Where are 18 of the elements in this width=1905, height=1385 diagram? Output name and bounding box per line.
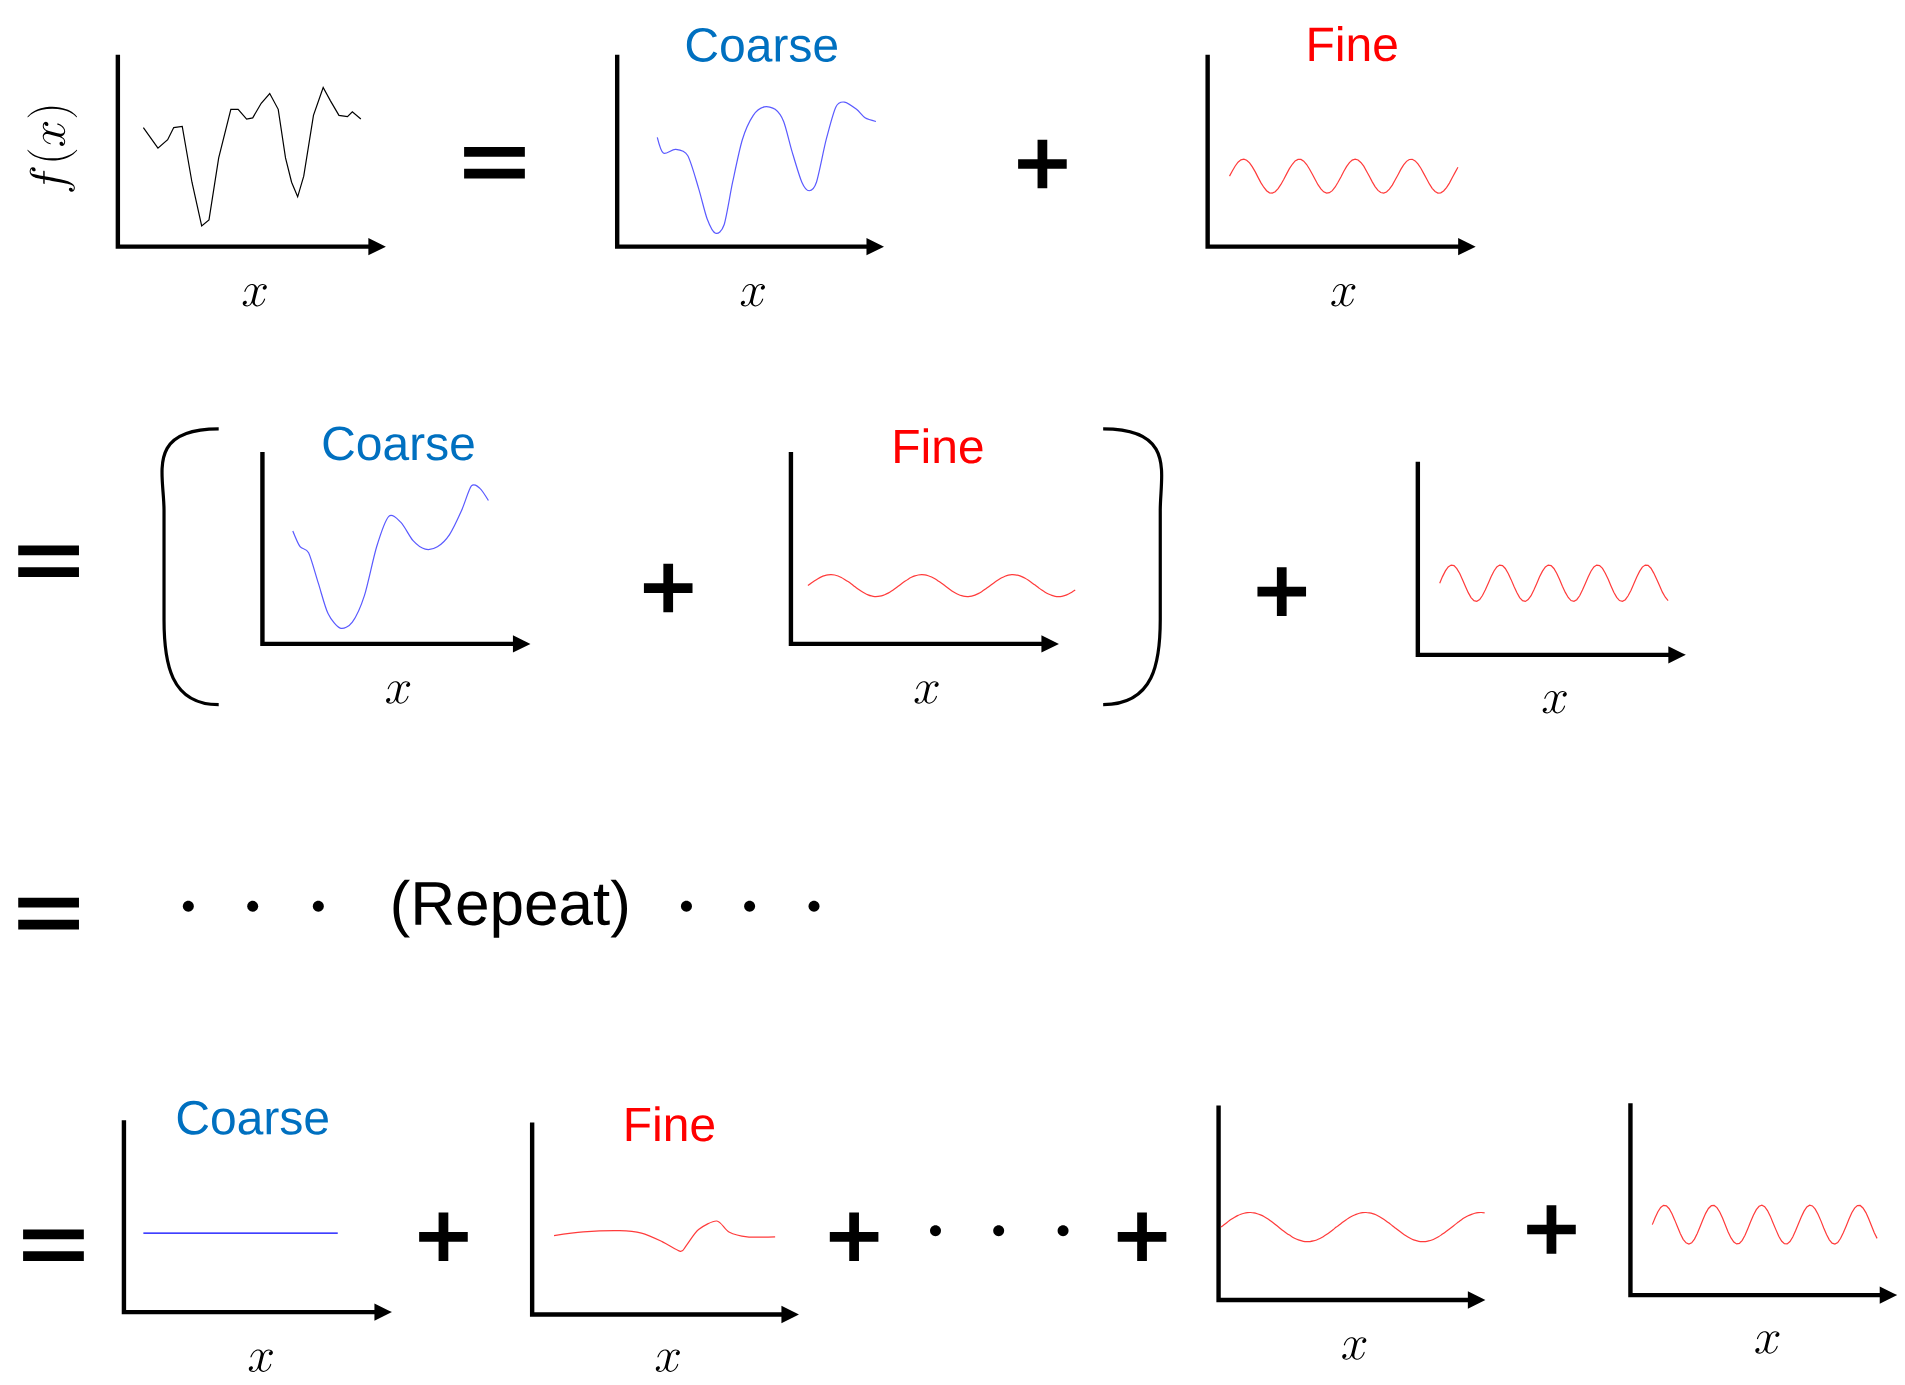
axis-label: $x$ bbox=[242, 284, 267, 307]
axis-label: $x$ bbox=[248, 1349, 273, 1372]
axis-label: $x$ bbox=[1331, 284, 1356, 307]
axis-label: $x$ bbox=[1542, 691, 1567, 714]
plot-title: Coarse bbox=[323, 426, 474, 461]
plot-title: Coarse bbox=[177, 1100, 328, 1135]
plot-title: Coarse bbox=[686, 28, 837, 62]
axis-label: $x$ bbox=[914, 681, 939, 704]
axis-label: $x$ bbox=[655, 1349, 680, 1372]
axis-label: $x$ bbox=[1755, 1331, 1780, 1354]
axis-label: $x$ bbox=[740, 284, 765, 307]
repeat-label: (Repeat) bbox=[393, 879, 627, 938]
axis-label: $x$ bbox=[1342, 1337, 1367, 1360]
plot-title: Fine bbox=[626, 1106, 714, 1142]
axis-label: $f(x)$ bbox=[27, 106, 78, 192]
axis-label: $x$ bbox=[386, 681, 411, 704]
plot-title: Fine bbox=[1309, 26, 1397, 62]
plot-title: Fine bbox=[895, 428, 983, 464]
